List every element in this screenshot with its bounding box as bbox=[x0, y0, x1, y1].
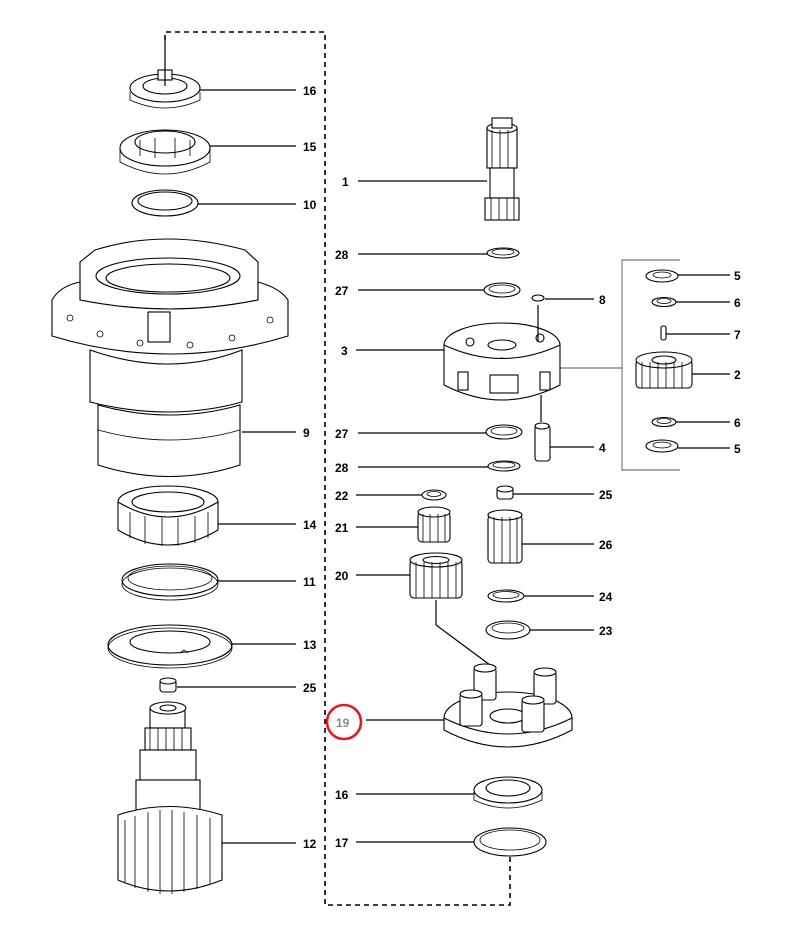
callout-19: 19 bbox=[336, 716, 350, 730]
part-20-gear bbox=[409, 552, 491, 666]
callout-11: 11 bbox=[303, 575, 316, 589]
callout-14: 14 bbox=[303, 518, 317, 532]
callout-2: 2 bbox=[734, 368, 741, 382]
part-5-washer-lower bbox=[645, 439, 679, 453]
callout-26: 26 bbox=[599, 538, 613, 552]
callout-9: 9 bbox=[303, 426, 310, 440]
callout-7: 7 bbox=[734, 328, 741, 342]
part-25-spacer-right bbox=[496, 485, 514, 500]
callout-25-left: 25 bbox=[303, 681, 317, 695]
part-26-gear bbox=[487, 509, 523, 564]
callout-3: 3 bbox=[341, 344, 348, 358]
callout-5-lower: 5 bbox=[734, 442, 741, 456]
subassembly-bracket bbox=[560, 259, 680, 471]
callout-4: 4 bbox=[599, 441, 606, 455]
callout-12: 12 bbox=[303, 837, 317, 851]
part-6-bushing-upper bbox=[651, 296, 677, 308]
callout-27-lower: 27 bbox=[335, 427, 349, 441]
highlight-circle bbox=[325, 703, 363, 741]
callout-23: 23 bbox=[599, 624, 613, 638]
callout-15: 15 bbox=[303, 140, 317, 154]
leader-lines bbox=[177, 89, 730, 844]
part-27-washer-lower bbox=[485, 424, 523, 440]
part-25-spacer-left bbox=[159, 677, 177, 693]
part-2-planet-gear bbox=[635, 351, 693, 389]
part-22-ring bbox=[421, 489, 447, 501]
callout-25-right: 25 bbox=[599, 488, 613, 502]
part-16-lock-nut-lower bbox=[473, 776, 543, 809]
callout-6-upper: 6 bbox=[734, 296, 741, 310]
part-8-ball bbox=[531, 294, 545, 302]
callout-17: 17 bbox=[335, 836, 349, 850]
callout-8: 8 bbox=[599, 293, 606, 307]
part-14-bearing bbox=[117, 485, 219, 546]
part-6-bushing-lower bbox=[651, 416, 677, 428]
callout-21: 21 bbox=[335, 521, 349, 535]
part-3-carrier bbox=[443, 305, 561, 422]
part-15-bearing bbox=[119, 129, 211, 175]
part-27-washer-upper bbox=[483, 282, 521, 298]
part-16-lock-nut bbox=[129, 40, 201, 109]
callout-1: 1 bbox=[342, 175, 349, 189]
part-23-washer bbox=[485, 620, 531, 640]
part-21-gear bbox=[417, 506, 451, 543]
callout-24: 24 bbox=[599, 590, 613, 604]
part-28-snap-ring-upper bbox=[486, 247, 520, 259]
part-1-sun-shaft bbox=[484, 117, 520, 221]
callout-16-lower: 16 bbox=[335, 788, 349, 802]
part-17-ring bbox=[473, 827, 547, 857]
part-24-snap-ring bbox=[487, 589, 525, 603]
callout-28-upper: 28 bbox=[335, 248, 349, 262]
callout-10: 10 bbox=[303, 198, 317, 212]
callout-27-upper: 27 bbox=[335, 284, 349, 298]
part-7-pin bbox=[660, 325, 667, 341]
part-19-carrier-assembly bbox=[443, 663, 573, 748]
part-9-housing bbox=[51, 238, 289, 477]
callout-28-lower: 28 bbox=[335, 461, 349, 475]
part-12-pinion-shaft bbox=[117, 701, 223, 894]
callout-6-lower: 6 bbox=[734, 416, 741, 430]
part-28-snap-ring-lower bbox=[487, 460, 521, 472]
callout-20: 20 bbox=[335, 569, 349, 583]
callout-labels: 16 15 10 9 14 11 13 25 12 1 28 27 3 8 27… bbox=[303, 84, 741, 851]
part-10-ring bbox=[131, 189, 199, 217]
callout-22: 22 bbox=[335, 489, 349, 503]
part-13-thrust-plate bbox=[107, 624, 233, 669]
part-11-ring bbox=[121, 563, 219, 601]
callout-13: 13 bbox=[303, 638, 317, 652]
part-4-pin bbox=[534, 422, 551, 462]
assembly-frame bbox=[164, 31, 511, 906]
callout-16-upper: 16 bbox=[303, 84, 317, 98]
callout-5-upper: 5 bbox=[734, 269, 741, 283]
part-5-washer-upper bbox=[645, 269, 679, 283]
